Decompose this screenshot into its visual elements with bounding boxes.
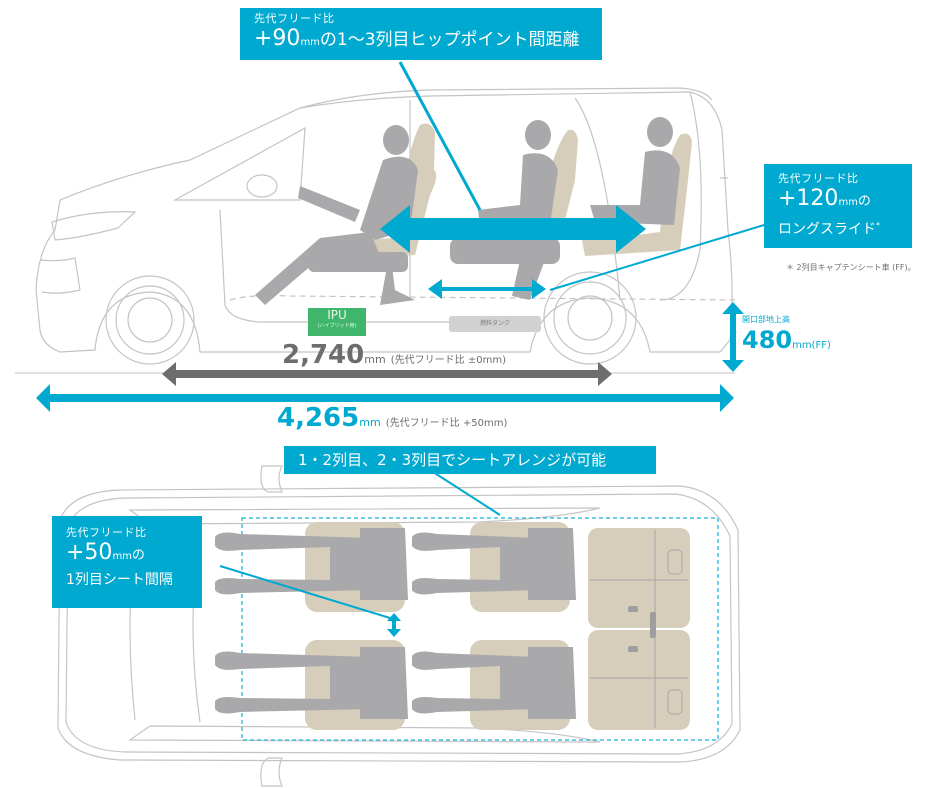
- front-rim: [127, 297, 173, 343]
- long-slide-footnote-mark: *: [876, 221, 880, 230]
- long-slide-unit: mm: [838, 197, 858, 208]
- side-mirror-left: [260, 465, 283, 493]
- ipu-label: IPU (ハイブリッド用): [308, 308, 366, 336]
- hip-point-callout-prefix: 先代フリード比: [254, 12, 335, 25]
- fuel-tank-label: 燃料タンク: [449, 316, 541, 332]
- arrange-leader-line: [429, 469, 501, 516]
- top-seat-row3-left: [588, 528, 690, 628]
- opening-height-value: 480: [742, 326, 793, 354]
- floor-dashed-line: [229, 294, 736, 301]
- tailgate: [659, 91, 702, 301]
- top-passenger-row1-right: [215, 647, 408, 719]
- wheelbase-value: 2,740: [282, 340, 365, 370]
- seat-gap-arrow: [387, 613, 401, 637]
- row3-latch-left: [628, 606, 638, 612]
- overall-length-value: 4,265: [277, 403, 360, 433]
- headlight: [51, 211, 137, 241]
- side-view-car: [15, 87, 736, 374]
- row3-latch-right: [628, 646, 638, 652]
- long-slide-footnote: ＊ 2列目キャプテンシート車 (FF)。: [786, 263, 916, 272]
- long-slide-body-text: ロングスライド: [778, 221, 876, 238]
- side-view-occupants: [255, 117, 692, 305]
- wheelbase-arrow: [162, 362, 612, 386]
- opening-height-label: 開口部地上高: [742, 315, 790, 324]
- roof-line: [299, 87, 713, 109]
- seat-arrangement-text: 1・2列目、2・3列目でシートアレンジが可能: [298, 451, 607, 469]
- hip-point-value: +90: [254, 26, 301, 51]
- rear-tire: [553, 281, 627, 355]
- front-wheel-arch: [105, 275, 195, 365]
- seat-gap-body-text: 1列目シート間隔: [66, 572, 173, 588]
- row3-center-strap: [650, 612, 656, 638]
- wheelbase-unit: mm: [364, 353, 386, 366]
- seat-arrangement-callout: 1・2列目、2・3列目でシートアレンジが可能: [284, 446, 656, 474]
- hip-point-callout: 先代フリード比 +90mmの1～3列目ヒップポイント間距離: [240, 8, 602, 60]
- hip-point-leader-line: [398, 61, 482, 211]
- top-view-passengers: [215, 528, 576, 719]
- seat-gap-unit: mm: [112, 551, 132, 562]
- hip-point-distance-arrow: [380, 205, 646, 253]
- long-slide-value: +120: [778, 186, 839, 211]
- rear-wheel-arch: [543, 271, 637, 365]
- long-slide-leader-line: [549, 224, 765, 291]
- rear-rim: [567, 295, 613, 341]
- hip-point-callout-value: +90mmの1～3列目ヒップポイント間距離: [254, 26, 602, 56]
- opening-height-unit: mm: [792, 340, 812, 351]
- top-passenger-row1-left: [215, 528, 408, 600]
- seat-gap-callout-value: +50mmの: [66, 540, 202, 570]
- hip-point-suffix: の1～3列目ヒップポイント間距離: [319, 30, 580, 50]
- long-slide-particle: の: [857, 194, 871, 209]
- overall-length-unit: mm: [359, 416, 381, 429]
- ipu-subtitle: (ハイブリッド用): [317, 323, 357, 329]
- seat-gap-value: +50: [66, 540, 113, 565]
- wheelbase-dimension: 2,740mm (先代フリード比 ±0mm): [282, 340, 506, 370]
- top-seat-row3-right: [588, 630, 690, 730]
- front-tire: [115, 285, 185, 355]
- side-mirror: [246, 174, 278, 198]
- row3-seat: [582, 133, 692, 256]
- top-view-roof-rail-left: [128, 507, 601, 525]
- long-slide-callout: 先代フリード比 +120mmの ロングスライド*: [764, 164, 912, 248]
- wheelbase-comparison: (先代フリード比 ±0mm): [390, 355, 506, 366]
- seat-gap-particle: の: [131, 548, 145, 563]
- top-passenger-row2-right: [412, 647, 576, 719]
- seat-gap-leader-line: [219, 565, 391, 619]
- hip-point-unit: mm: [300, 37, 320, 48]
- side-mirror-right: [260, 757, 283, 787]
- top-view-body-outline: [57, 485, 741, 763]
- row3-passenger: [590, 117, 680, 225]
- long-slide-arrow: [428, 279, 546, 299]
- seat-gap-callout-prefix: 先代フリード比: [66, 526, 147, 539]
- sliding-door-rear: [574, 97, 621, 301]
- seat-arrangement-area-box: [241, 517, 719, 741]
- top-passenger-row2-left: [412, 528, 576, 600]
- long-slide-callout-value: +120mmの: [778, 186, 912, 216]
- row2-passenger: [478, 120, 558, 300]
- seat-gap-callout: 先代フリード比 +50mmの 1列目シート間隔: [52, 516, 202, 608]
- long-slide-callout-body: ロングスライド*: [778, 216, 912, 240]
- windshield: [172, 126, 306, 201]
- opening-height-arrow: [722, 302, 744, 372]
- overall-length-dimension: 4,265mm (先代フリード比 +50mm): [277, 403, 507, 433]
- opening-height-suffix: (FF): [811, 340, 831, 351]
- ipu-title: IPU: [327, 308, 347, 322]
- door-sill-line: [219, 209, 540, 323]
- opening-height-dimension: 開口部地上高 480mm(FF): [742, 314, 831, 354]
- row1-driver: [255, 125, 418, 305]
- overall-length-arrow: [36, 384, 734, 412]
- top-view-body-inner: [65, 493, 733, 755]
- overall-length-comparison: (先代フリード比 +50mm): [385, 418, 508, 429]
- front-bumper-detail: [39, 257, 81, 294]
- long-slide-callout-prefix: 先代フリード比: [778, 172, 859, 185]
